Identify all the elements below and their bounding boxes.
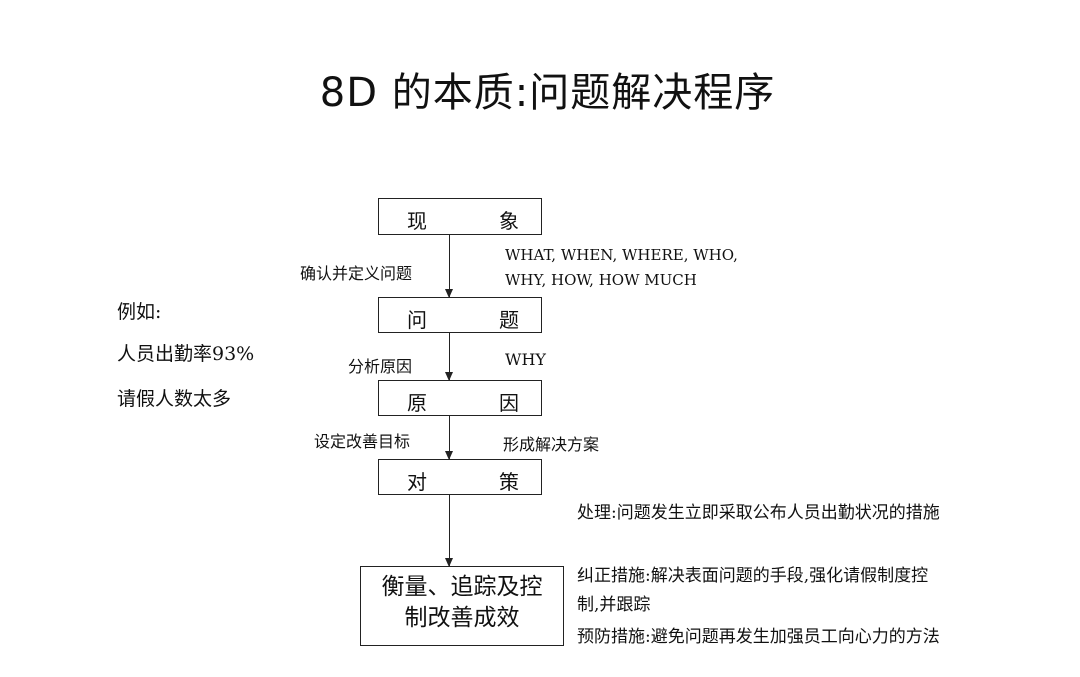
page-title: 8D 的本质:问题解决程序 [319, 70, 776, 116]
label-form-solution: 形成解决方案 [503, 435, 600, 454]
label-why: WHY [505, 350, 546, 369]
measure-box: 对 策 [378, 459, 542, 495]
label-5w2h-line-2: WHY, HOW, HOW MUCH [505, 271, 697, 289]
cause-box-left-char: 原 [407, 391, 427, 415]
arrow-problem-to-cause [445, 333, 453, 381]
label-set-improvement-goal: 设定改善目标 [314, 432, 411, 451]
label-5w2h: WHAT, WHEN, WHERE, WHO, WHY, HOW, HOW MU… [505, 243, 738, 293]
problem-box-right-char: 题 [499, 308, 519, 332]
note-corrective-action: 纠正措施:解决表面问题的手段,强化请假制度控制,并跟踪 [577, 566, 929, 615]
final-box: 衡量、追踪及控 制改善成效 [360, 566, 564, 646]
measure-box-right-char: 策 [499, 470, 519, 494]
example-heading: 例如: [117, 301, 162, 323]
label-analyze-cause: 分析原因 [348, 357, 413, 376]
label-5w2h-line-1: WHAT, WHEN, WHERE, WHO, [505, 246, 738, 264]
note-preventive-action: 预防措施:避免问题再发生加强员工向心力的方法 [577, 627, 940, 647]
measure-box-left-char: 对 [407, 470, 427, 494]
arrow-cause-to-measure [445, 416, 453, 460]
final-box-line-1: 衡量、追踪及控 [381, 574, 543, 600]
phenomenon-box-left-char: 现 [407, 209, 427, 233]
arrow-phenomenon-to-problem [445, 235, 453, 298]
problem-box: 问 题 [378, 297, 542, 333]
note-handling: 处理:问题发生立即采取公布人员出勤状况的措施 [577, 503, 940, 523]
phenomenon-box: 现 象 [378, 198, 542, 235]
problem-box-left-char: 问 [407, 308, 427, 332]
phenomenon-box-right-char: 象 [499, 209, 519, 233]
cause-box: 原 因 [378, 380, 542, 416]
label-confirm-define-problem: 确认并定义问题 [300, 264, 413, 283]
example-line-2: 请假人数太多 [117, 388, 232, 410]
final-box-line-2: 制改善成效 [404, 605, 520, 631]
arrow-measure-to-final [445, 495, 453, 567]
example-line-1: 人员出勤率93% [117, 343, 255, 365]
cause-box-right-char: 因 [499, 391, 519, 415]
